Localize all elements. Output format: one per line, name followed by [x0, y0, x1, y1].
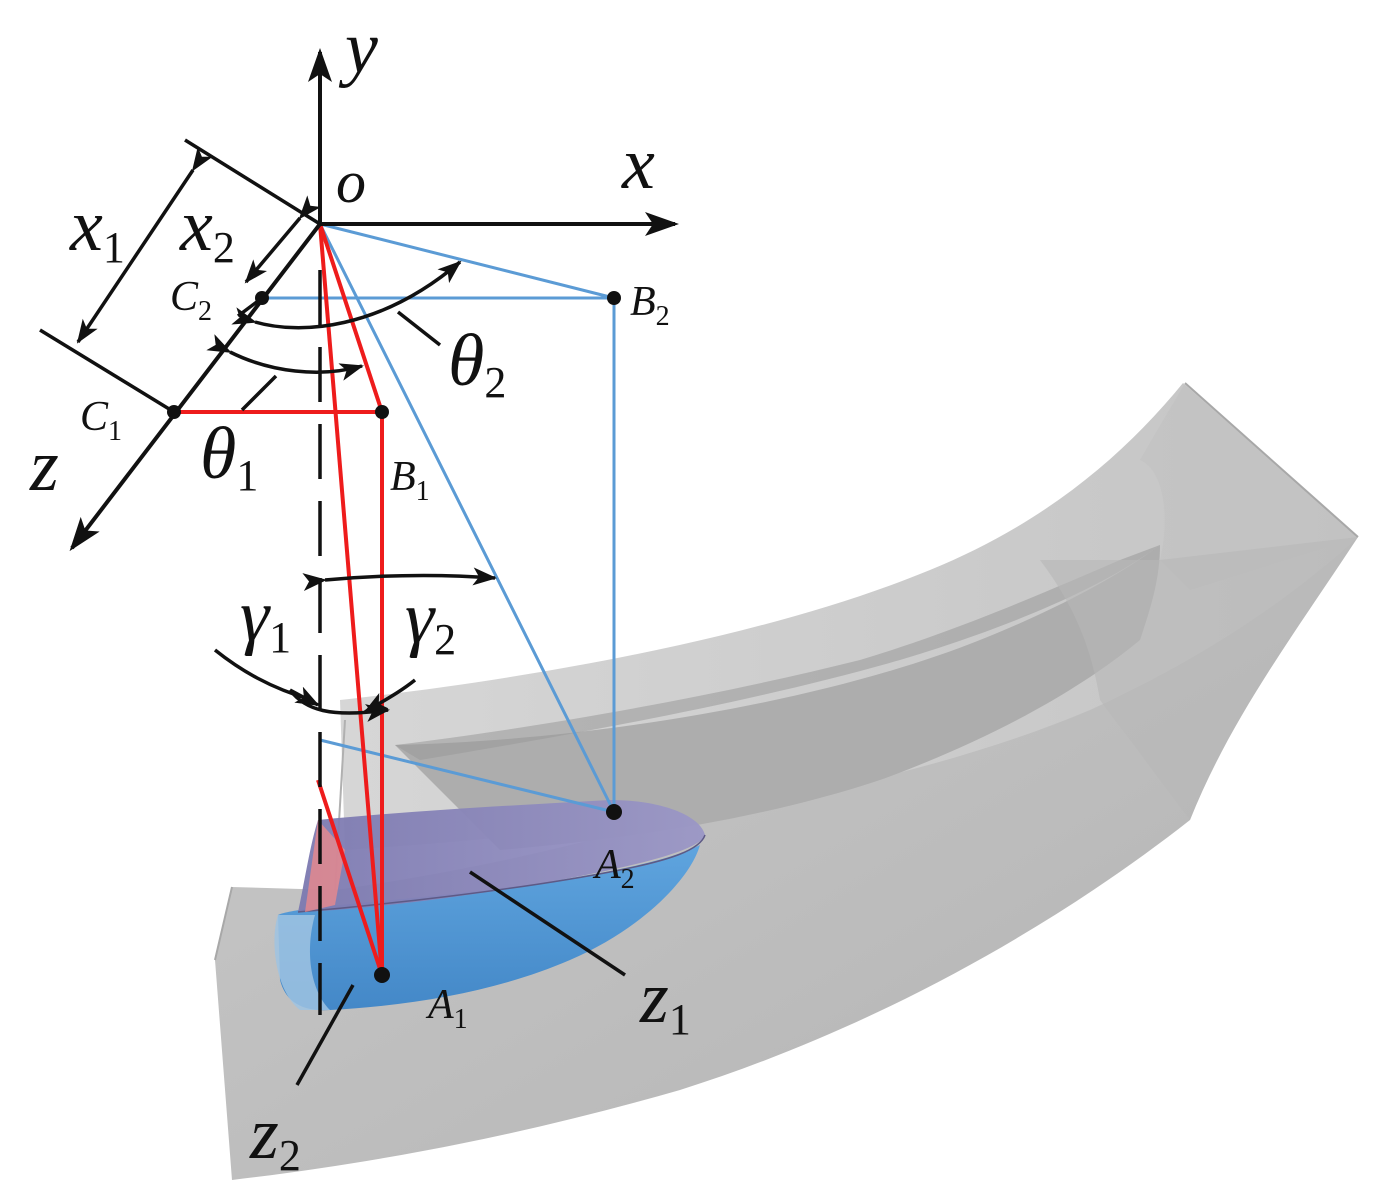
label-theta1: θ1	[200, 413, 258, 500]
label-B2: B2	[630, 279, 670, 332]
label-A1: A1	[425, 982, 468, 1035]
label-A2: A2	[592, 842, 635, 895]
label-y: y	[338, 7, 378, 89]
leader-lines	[295, 870, 626, 1086]
label-z: z	[29, 425, 59, 507]
label-C2: C2	[170, 274, 212, 327]
label-x: x	[621, 123, 655, 205]
points	[167, 291, 622, 983]
label-x1: x1	[69, 185, 125, 272]
label-gamma1: γ1	[240, 575, 291, 662]
angle-arcs	[206, 260, 497, 722]
label-gamma2: γ2	[405, 577, 456, 664]
label-z2: z2	[249, 1093, 301, 1180]
label-o: o	[336, 149, 366, 215]
point-C2	[255, 291, 269, 305]
point-C1	[167, 405, 181, 419]
blade-body	[214, 382, 1359, 1180]
labels: y x o z x1 x2 C2 C1 B2 B1 A2 A1 θ2 θ1 γ1…	[29, 7, 691, 1180]
point-B1	[375, 405, 389, 419]
label-x2: x2	[179, 185, 235, 272]
z-axis	[69, 222, 322, 552]
point-A2	[606, 804, 622, 820]
label-C1: C1	[80, 394, 122, 447]
label-theta2: θ2	[448, 320, 506, 407]
point-B2	[607, 291, 621, 305]
label-B1: B1	[390, 454, 430, 507]
point-A1	[374, 967, 390, 983]
label-z1: z1	[639, 957, 691, 1044]
